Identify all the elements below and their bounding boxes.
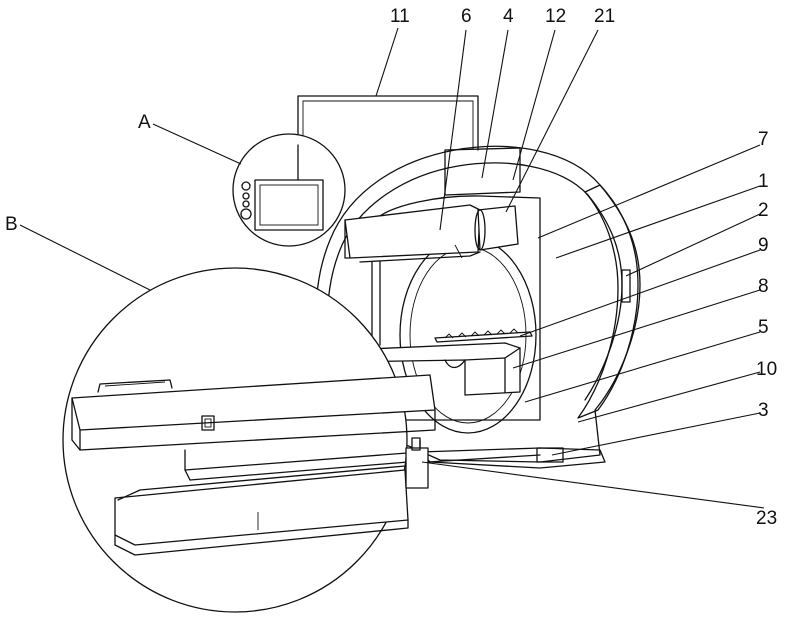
label-11: 11 (390, 6, 410, 27)
leader-3 (552, 413, 760, 455)
label-6: 6 (461, 6, 472, 27)
sample-tray-9 (435, 329, 532, 342)
label-b: B (5, 214, 18, 235)
label-1: 1 (758, 171, 769, 192)
label-4: 4 (503, 6, 514, 27)
label-a: A (138, 112, 151, 133)
detail-a (233, 134, 345, 246)
leader-1 (556, 186, 760, 258)
leader-23 (422, 462, 764, 508)
label-12: 12 (545, 6, 566, 27)
leader-9 (520, 250, 760, 336)
leader-11 (376, 28, 398, 96)
label-7: 7 (758, 129, 769, 150)
upper-detector-head (345, 205, 518, 262)
leader-7 (538, 145, 760, 238)
label-10: 10 (756, 359, 777, 380)
leader-4 (482, 30, 508, 178)
label-8: 8 (758, 276, 769, 297)
label-2: 2 (758, 200, 769, 221)
leader-2 (626, 214, 760, 276)
label-9: 9 (758, 235, 769, 256)
detail-a-circle (233, 134, 345, 246)
label-21: 21 (594, 6, 615, 27)
detail-b (63, 268, 540, 612)
leader-21 (506, 30, 598, 212)
leader-b (20, 225, 150, 290)
leader-6 (440, 30, 466, 230)
label-5: 5 (758, 317, 769, 338)
leader-a (153, 124, 241, 164)
part-4-block (445, 148, 520, 195)
label-3: 3 (758, 400, 769, 421)
leader-8 (513, 290, 760, 368)
label-23: 23 (756, 508, 777, 529)
leader-5 (525, 332, 760, 402)
lift-column-23 (406, 448, 428, 488)
detail-b-circle (63, 268, 407, 612)
detector-head-6 (345, 205, 480, 258)
